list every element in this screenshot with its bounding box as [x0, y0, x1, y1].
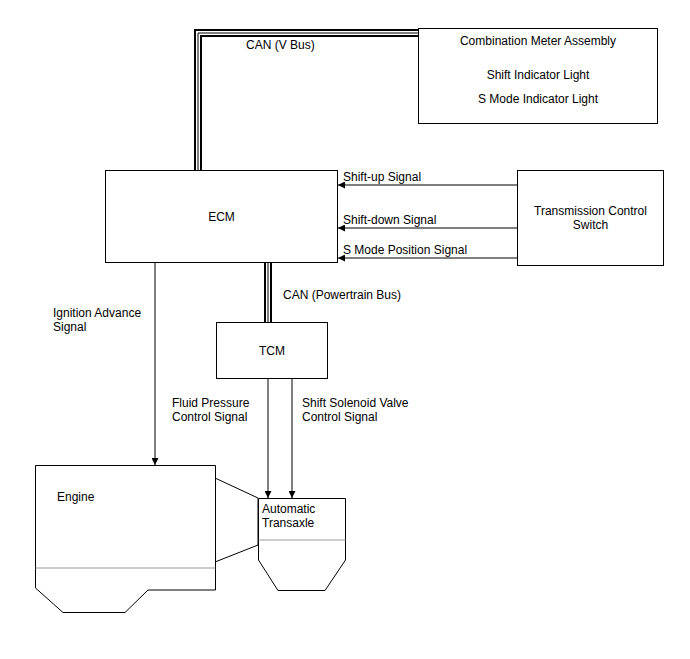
- node-text: S Mode Indicator Light: [478, 92, 598, 106]
- can-bus-line: [198, 33, 418, 170]
- transaxle-shape: Automatic Transaxle: [258, 498, 346, 592]
- node-text: Automatic Transaxle: [262, 502, 343, 530]
- tcm-box: TCM: [216, 322, 328, 379]
- signal-label: Fluid Pressure Control Signal: [172, 396, 264, 424]
- signal-label: CAN (V Bus): [246, 38, 315, 52]
- signal-arrow: [292, 379, 293, 498]
- signal-label: S Mode Position Signal: [343, 243, 467, 257]
- signal-label: Shift-up Signal: [343, 170, 421, 184]
- node-text: TCM: [259, 344, 285, 358]
- node-text: Engine: [57, 490, 216, 504]
- signal-arrow: [338, 228, 517, 229]
- signal-label: CAN (Powertrain Bus): [283, 288, 401, 302]
- signal-label: Ignition Advance Signal: [53, 306, 151, 334]
- engine-shape-outline: [35, 465, 216, 614]
- signal-label: Shift-down Signal: [343, 213, 436, 227]
- signal-arrow: [268, 379, 269, 498]
- signal-label: Shift Solenoid Valve Control Signal: [302, 396, 434, 424]
- signal-arrow: [338, 185, 517, 186]
- switch-box: Transmission Control Switch: [517, 170, 664, 266]
- node-text: Combination Meter Assembly: [460, 34, 616, 48]
- engine-shape: Engine: [35, 465, 216, 614]
- ecm-box: ECM: [105, 170, 338, 263]
- node-text: Shift Indicator Light: [487, 68, 590, 82]
- can-bus-line: [268, 263, 269, 322]
- signal-arrow: [155, 263, 156, 465]
- node-text: ECM: [208, 210, 235, 224]
- meter-box: Combination Meter AssemblyShift Indicato…: [418, 28, 658, 124]
- bellhousing: [215, 478, 258, 562]
- signal-arrow: [338, 258, 517, 259]
- node-text: Transmission Control Switch: [522, 204, 659, 232]
